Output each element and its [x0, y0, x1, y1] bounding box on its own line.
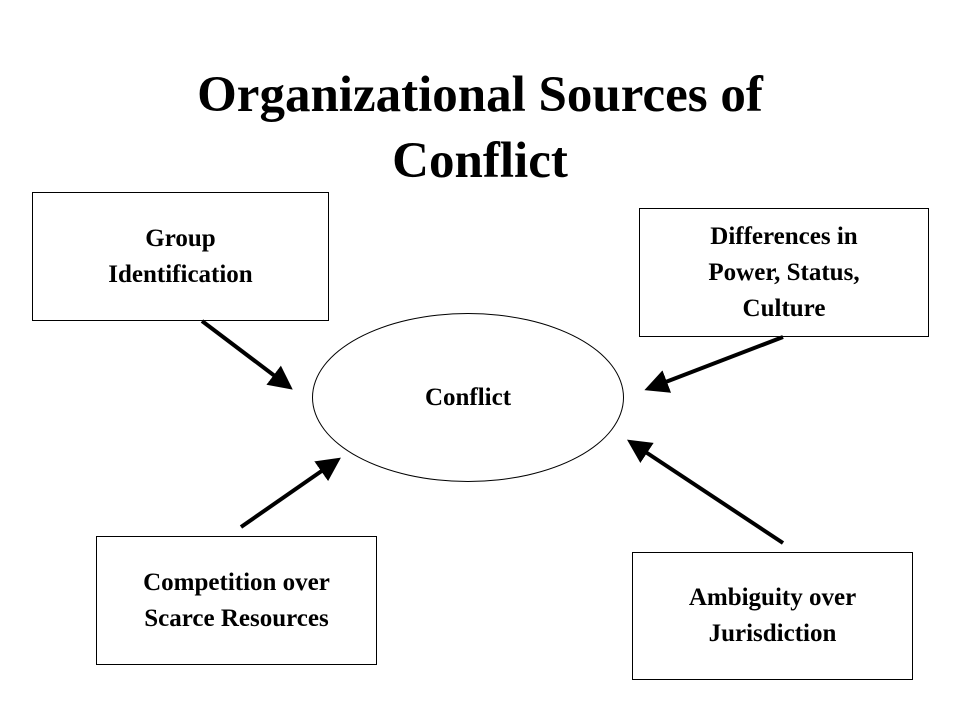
- box-label-line: Identification: [108, 260, 253, 288]
- title-line-1: Organizational Sources of: [197, 67, 763, 123]
- box-label-line: Ambiguity over: [688, 584, 857, 611]
- conflict-label: Conflict: [424, 383, 512, 411]
- box-label-line: Differences in: [710, 222, 858, 250]
- box-label-line: Scarce Resources: [144, 604, 329, 632]
- arrow-ambiguity-to-conflict: [626, 439, 785, 545]
- arrow-group-to-conflict: [200, 319, 293, 390]
- source-box-competition: Competition over Scarce Resources: [96, 536, 377, 665]
- box-label-line: Competition over: [143, 568, 330, 596]
- conflict-ellipse: Conflict: [312, 313, 624, 482]
- source-box-differences: Differences in Power, Status, Culture: [639, 208, 929, 337]
- box-label-line: Jurisdiction: [708, 620, 837, 647]
- source-box-group-identification: Group Identification: [32, 192, 329, 321]
- source-box-ambiguity: Ambiguity over Jurisdiction: [632, 552, 913, 680]
- box-label-line: Culture: [742, 294, 826, 322]
- page-title: Organizational Sources of Conflict: [80, 62, 880, 194]
- arrow-differences-to-conflict: [644, 335, 784, 393]
- box-label-line: Group: [145, 224, 216, 252]
- title-line-2: Conflict: [392, 133, 568, 189]
- box-label-line: Power, Status,: [708, 258, 860, 286]
- arrow-competition-to-conflict: [239, 457, 341, 529]
